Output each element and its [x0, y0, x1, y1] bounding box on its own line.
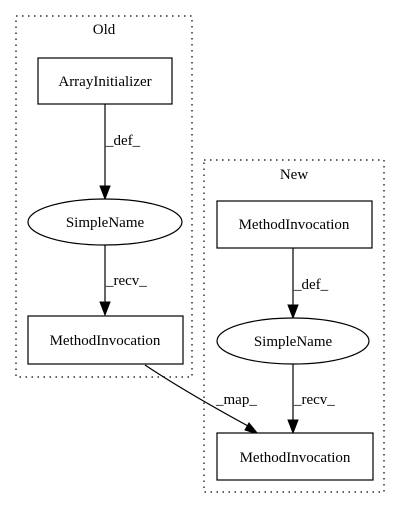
node-old-method-invocation-label: MethodInvocation: [50, 333, 161, 349]
node-new-method-invocation-top-label: MethodInvocation: [239, 217, 350, 233]
edge-new-recv: _recv_: [287, 364, 335, 435]
node-new-method-invocation-bottom: MethodInvocation: [216, 432, 374, 481]
edge-map: _map_: [144, 364, 260, 435]
edge-new-recv-label: _recv_: [293, 392, 335, 408]
node-old-array-initializer: ArrayInitializer: [37, 57, 173, 105]
node-old-array-initializer-label: ArrayInitializer: [58, 74, 151, 90]
cluster-new: New: [203, 159, 385, 493]
node-new-method-invocation-bottom-label: MethodInvocation: [240, 450, 351, 466]
edge-map-label: _map_: [215, 392, 257, 408]
cluster-old-label: Old: [93, 22, 116, 38]
node-old-method-invocation: MethodInvocation: [27, 315, 184, 365]
edge-old-def: _def_: [99, 104, 141, 201]
node-new-simple-name-label: SimpleName: [254, 334, 333, 350]
cluster-new-label: New: [280, 167, 308, 183]
node-old-simple-name: SimpleName: [27, 198, 183, 246]
edge-old-recv: _recv_: [99, 245, 147, 317]
edge-old-recv-label: _recv_: [105, 273, 147, 289]
node-new-method-invocation-top: MethodInvocation: [216, 200, 373, 249]
edge-new-def: _def_: [287, 248, 329, 320]
cluster-old: Old: [15, 15, 193, 378]
edge-new-def-label: _def_: [293, 277, 329, 293]
node-old-simple-name-label: SimpleName: [66, 215, 145, 231]
edge-old-def-label: _def_: [105, 133, 141, 149]
node-new-simple-name: SimpleName: [216, 317, 370, 365]
